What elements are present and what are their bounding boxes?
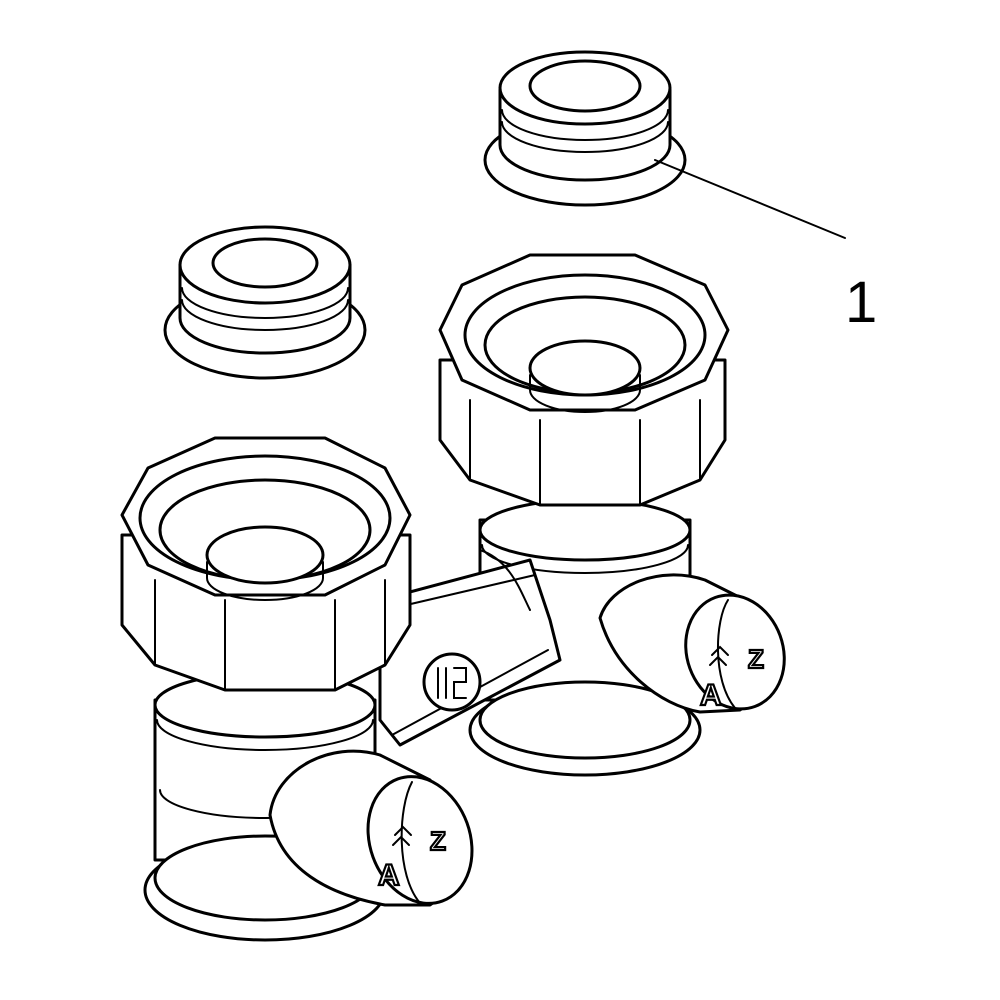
valve-knob-left[interactable]: A Z: [268, 749, 489, 918]
callout-1: 1: [654, 159, 877, 335]
knob-marking-z: Z: [430, 826, 446, 856]
knob-marking-a: A: [378, 859, 400, 892]
union-nut-left: [120, 436, 412, 692]
seal-ring-left: [163, 225, 367, 380]
seal-ring-right: [483, 50, 687, 207]
callout-label: 1: [845, 270, 877, 335]
logo-icon: [422, 652, 482, 712]
knob-marking-z: Z: [748, 644, 764, 674]
valve-knob-right[interactable]: A Z: [598, 573, 800, 723]
knob-marking-a: A: [700, 679, 722, 712]
leader-line: [654, 159, 846, 239]
union-nut-right: [438, 253, 730, 507]
